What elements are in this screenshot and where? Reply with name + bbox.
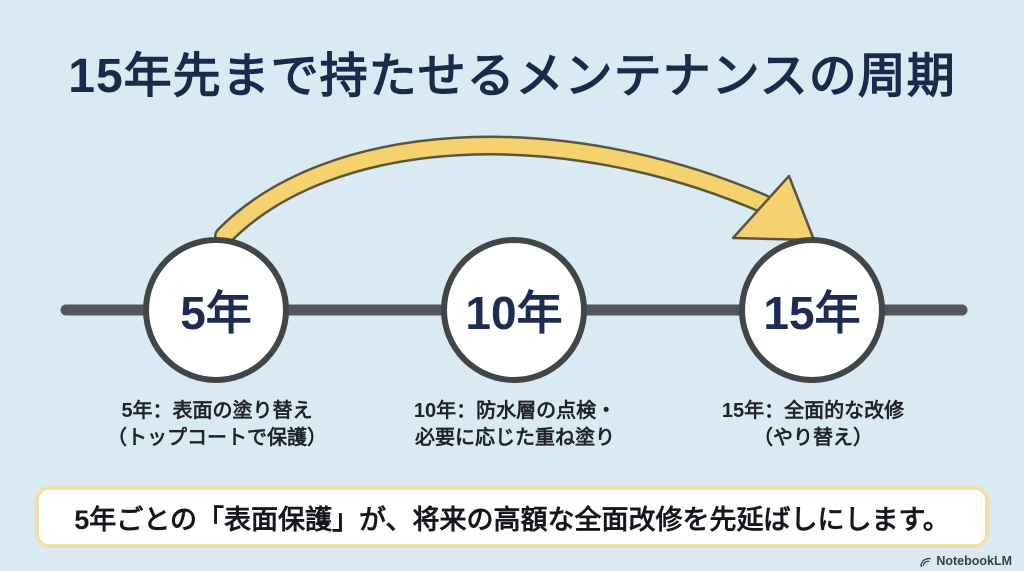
description-line: （やり替え） (753, 426, 873, 449)
timeline-node-10y-description: 10年：防水層の点検・ 必要に応じた重ね塗り (350, 398, 680, 451)
description-line: 10年：防水層の点検・ (413, 400, 617, 422)
timeline-node-5y-label: 5年 (180, 287, 252, 339)
timeline-node-15y-label: 15年 (763, 287, 861, 339)
summary-callout-text: 5年ごとの「表面保護」が、将来の高額な全面改修を先延ばしにします。 (74, 504, 950, 535)
timeline-node-5y: 5年 (143, 237, 289, 383)
timeline-node-15y: 15年 (739, 237, 885, 383)
description-line: 必要に応じた重ね塗り (415, 426, 615, 449)
description-line: 5年：表面の塗り替え (121, 400, 313, 422)
notebooklm-icon (920, 557, 932, 567)
description-line: 15年：全面的な改修 (721, 400, 905, 422)
notebooklm-label: NotebookLM (936, 554, 1012, 568)
cycle-arrow-outline (214, 135, 774, 246)
summary-callout: 5年ごとの「表面保護」が、将来の高額な全面改修を先延ばしにします。 (35, 486, 989, 548)
notebooklm-watermark: NotebookLM (919, 554, 1012, 568)
cycle-arrowhead-icon (731, 174, 816, 242)
timeline-node-5y-description: 5年：表面の塗り替え （トップコートで保護） (52, 398, 382, 451)
cycle-arrow-band (216, 138, 772, 244)
timeline-node-10y-label: 10年 (465, 287, 563, 339)
page-title: 15年先まで持たせるメンテナンスの周期 (68, 50, 956, 103)
timeline-node-10y: 10年 (441, 237, 587, 383)
description-line: （トップコートで保護） (107, 426, 327, 449)
timeline-node-15y-description: 15年：全面的な改修 （やり替え） (648, 398, 978, 451)
